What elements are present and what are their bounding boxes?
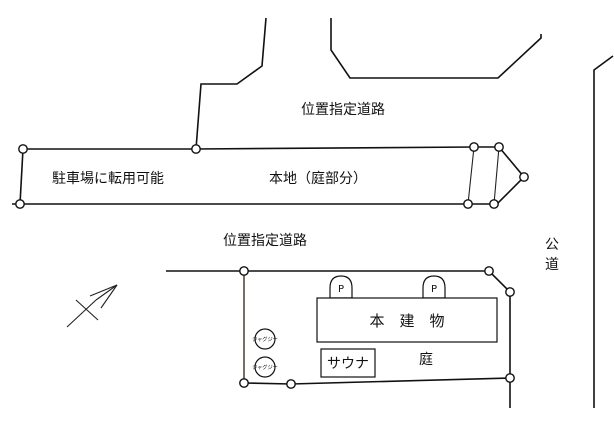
main-building [316, 297, 498, 343]
public-road-label-2: 道 [545, 257, 559, 273]
lower-plot-top [166, 270, 511, 408]
vertex-point [191, 144, 201, 154]
main-land-label: 本地（庭部分） [269, 170, 367, 187]
vertex-point [286, 379, 296, 389]
compass-needle-icon [66, 284, 118, 328]
road-edge-left [195, 17, 267, 150]
parking-bay-1 [329, 275, 353, 299]
vertex-point [239, 266, 249, 276]
main-building-label: 本 建 物 [369, 312, 444, 330]
vertex-point [505, 287, 515, 297]
vertex-point [494, 142, 504, 152]
road-label-top: 位置指定道路 [301, 102, 385, 118]
vertex-point [484, 266, 494, 276]
vertex-point [15, 199, 25, 209]
road-edge-right [330, 18, 542, 79]
jacuzzi-label-1: ジャグジー [252, 335, 278, 343]
road-label-middle: 位置指定道路 [223, 233, 307, 249]
vertex-point [519, 172, 529, 182]
parcel-divider-1 [467, 146, 475, 205]
lower-plot-bottom [243, 377, 511, 385]
jacuzzi-label-2: ジャグジー [252, 363, 278, 371]
vertex-markers [15, 142, 529, 389]
jacuzzi-1 [254, 328, 276, 350]
parking-mark-1: P [338, 284, 344, 295]
vertex-point [489, 199, 499, 209]
vertex-point [469, 142, 479, 152]
vertex-point [505, 373, 515, 383]
public-road-edge [593, 55, 614, 408]
parking-mark-2: P [431, 284, 437, 295]
public-road-label-1: 公 [545, 237, 559, 253]
vertex-point [239, 378, 249, 388]
vertex-point [18, 144, 28, 154]
parking-bay-2 [422, 275, 446, 299]
sauna-box [320, 348, 376, 378]
jacuzzi-2 [254, 356, 276, 378]
parcel-divider-2 [493, 146, 500, 205]
sauna-label: サウナ [327, 356, 369, 372]
vertex-point [463, 199, 473, 209]
parking-conversion-label: 駐車場に転用可能 [52, 170, 164, 187]
garden-label: 庭 [419, 351, 433, 368]
